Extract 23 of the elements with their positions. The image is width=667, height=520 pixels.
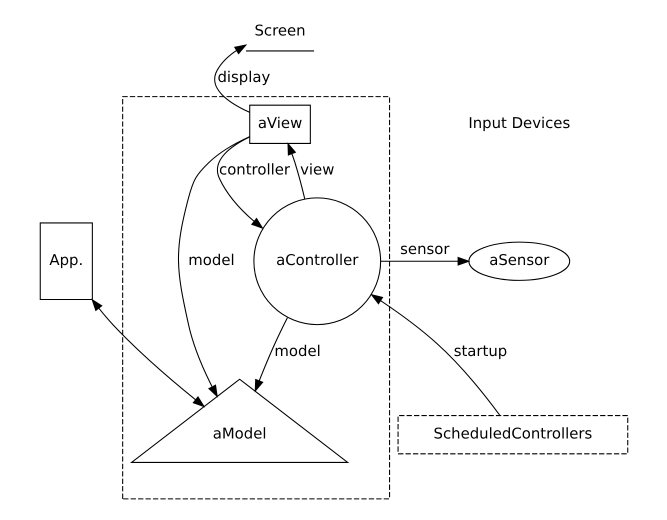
arrow <box>254 317 288 392</box>
cluster <box>122 96 390 500</box>
edge-label: model <box>274 342 320 360</box>
edge-label: display <box>216 68 270 86</box>
edge-label: startup <box>453 342 507 360</box>
node-ellipse: aSensor <box>468 242 570 281</box>
edge-label: view <box>300 160 334 178</box>
node-box: App. <box>39 222 92 300</box>
arrow <box>90 298 205 408</box>
node-text: Screen <box>254 22 306 40</box>
arrow <box>286 142 305 199</box>
edge-label: controller <box>218 160 290 178</box>
label: Input Devices <box>468 114 570 132</box>
node-box: aView <box>248 104 310 144</box>
node-circle: aController <box>252 197 381 326</box>
arrow <box>216 136 264 230</box>
edge-label: sensor <box>400 240 449 258</box>
arrow <box>178 136 250 398</box>
arrow <box>370 294 500 416</box>
arrow <box>214 44 250 113</box>
node-box: ScheduledControllers <box>397 415 628 454</box>
arrow <box>380 256 470 266</box>
edge-label: model <box>188 251 234 270</box>
